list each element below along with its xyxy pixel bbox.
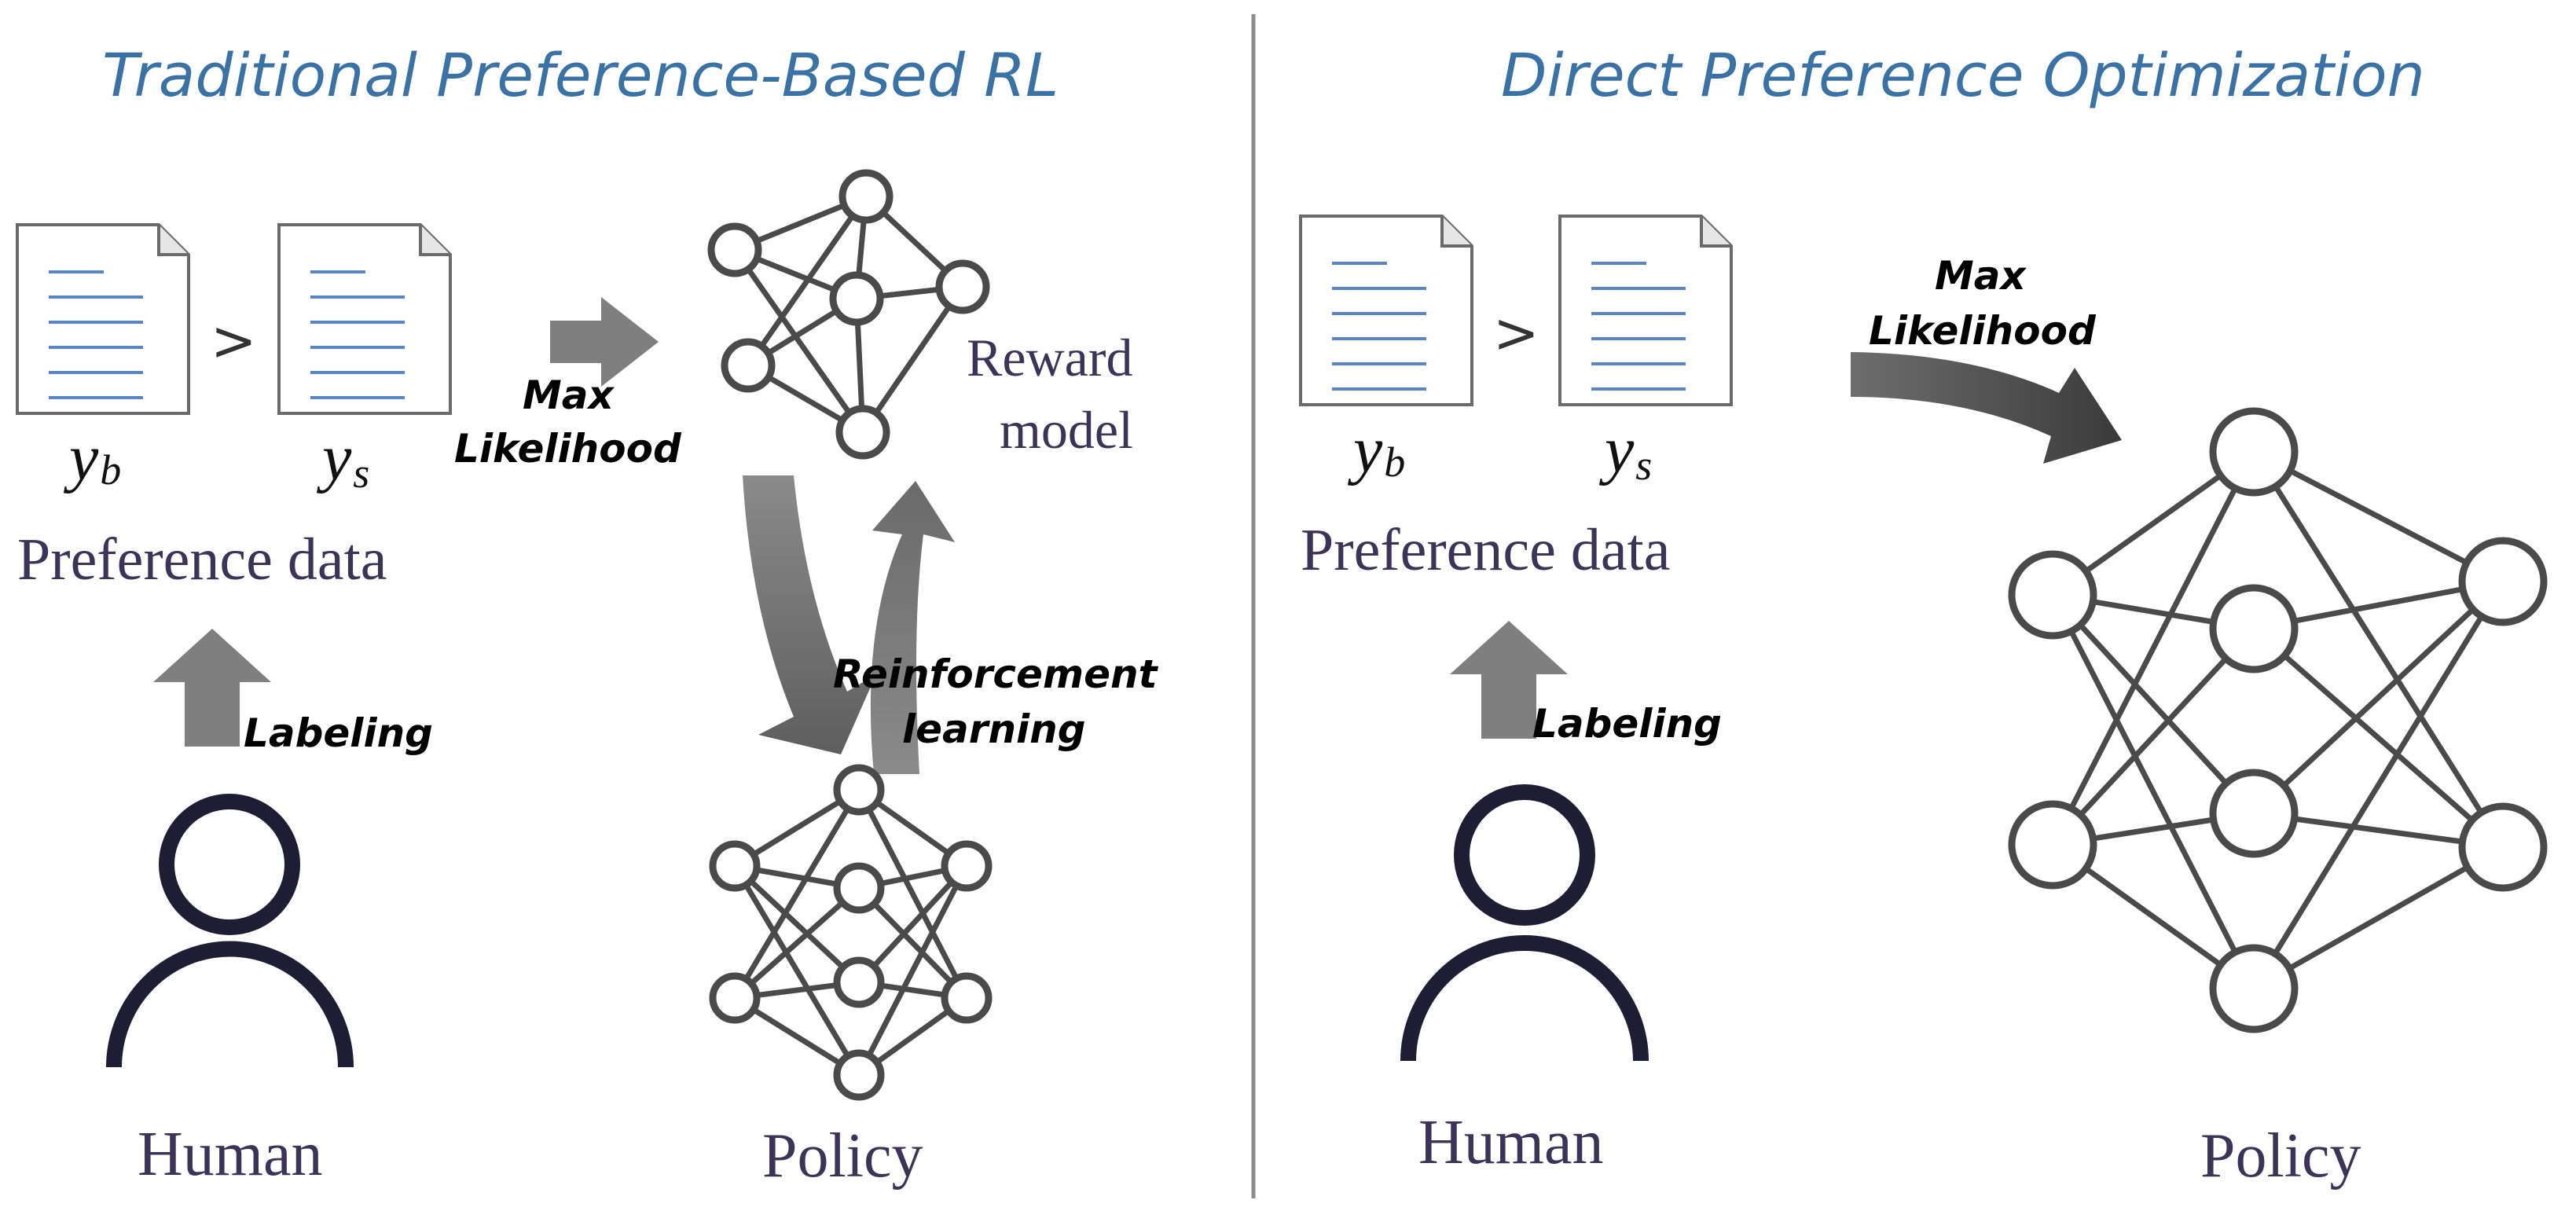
rl-label-line2: learning: [902, 706, 1086, 752]
human-label: Human: [1418, 1108, 1604, 1177]
max-likelihood-label-line1: Max: [1935, 253, 2027, 299]
human-icon: [1400, 784, 1649, 1062]
max-likelihood-arrow: [550, 297, 659, 387]
document-icon-worse: [1558, 215, 1733, 406]
human-label: Human: [138, 1120, 323, 1189]
label-y-better: yb: [1347, 413, 1405, 486]
max-likelihood-label-line1: Max: [523, 372, 615, 418]
human-icon: [106, 794, 354, 1068]
document-icon-better: [1299, 215, 1473, 406]
label-y-better: yb: [63, 421, 121, 494]
right-panel: Direct Preference Optimization > yb ys P…: [1299, 40, 2548, 1191]
left-panel: Traditional Preference-Based RL > yb ys: [16, 40, 1159, 1191]
policy-network-icon-large: [2008, 407, 2548, 1033]
policy-label-left: Policy: [762, 1121, 923, 1191]
labeling-arrow: [153, 629, 271, 747]
labeling-arrow: [1450, 621, 1568, 739]
max-likelihood-curved-arrow: [1851, 352, 2122, 464]
reward-model-label-line1: Reward: [967, 328, 1132, 387]
max-likelihood-label-line2: Likelihood: [1869, 308, 2097, 354]
right-panel-title: Direct Preference Optimization: [1501, 40, 2425, 110]
left-panel-title: Traditional Preference-Based RL: [102, 40, 1059, 110]
labeling-label: Labeling: [244, 710, 433, 756]
rl-label-line1: Reinforcement: [833, 651, 1159, 697]
label-y-worse: ys: [1598, 413, 1652, 489]
reward-model-label-line2: model: [1000, 400, 1133, 460]
preference-data-label: Preference data: [17, 527, 387, 593]
curved-arrow-down: [743, 475, 876, 754]
policy-network-icon-small: [709, 764, 993, 1101]
reward-model-network-icon: [707, 169, 990, 460]
curved-arrow-up: [870, 481, 955, 774]
comparison-symbol: >: [211, 309, 257, 373]
labeling-label: Labeling: [1532, 701, 1722, 747]
document-icon-worse: [277, 223, 452, 415]
comparison-symbol: >: [1493, 301, 1539, 365]
document-icon-better: [16, 223, 190, 415]
label-y-worse: ys: [316, 421, 369, 497]
policy-label-right: Policy: [2200, 1121, 2361, 1191]
preference-data-label: Preference data: [1301, 517, 1670, 583]
max-likelihood-label-line2: Likelihood: [454, 426, 682, 472]
